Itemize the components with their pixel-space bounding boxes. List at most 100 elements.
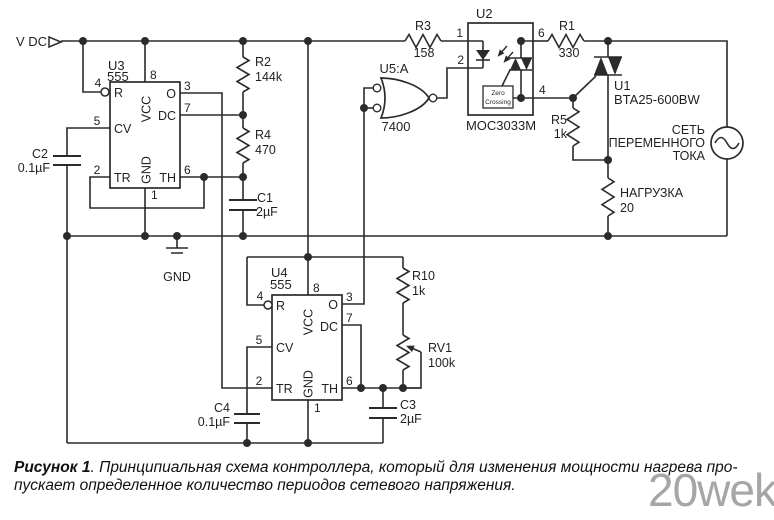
figure-caption-line1: . Принципиальная схема контроллера, кото… xyxy=(90,459,738,476)
u4-pin-reset: R xyxy=(276,299,285,313)
load-name: НАГРУЗКА xyxy=(620,186,684,200)
ground-icon xyxy=(166,236,188,254)
capacitor-c2-body xyxy=(53,155,81,166)
wire xyxy=(246,257,264,306)
r3-ref: R3 xyxy=(415,19,431,33)
resistor-r1-body xyxy=(547,32,585,50)
junction-dot xyxy=(399,384,407,392)
junction-dot xyxy=(304,439,312,447)
u3-box xyxy=(109,81,181,189)
u4-ref: U4 xyxy=(271,265,288,280)
figure-caption: Рисунок 1. Принципиальная схема контролл… xyxy=(14,459,772,495)
optocoupler-u2: Zero Crossing U2 MOC3033M 1 2 6 4 xyxy=(456,6,546,133)
ground-symbol: GND xyxy=(163,236,191,284)
r1-value: 330 xyxy=(559,46,580,60)
u4-pin-number-1: 1 xyxy=(314,401,321,415)
junction-dot xyxy=(200,173,208,181)
c3-ref: C3 xyxy=(400,398,416,412)
u3-pin-trigger: TR xyxy=(114,171,131,185)
junction-dot xyxy=(604,37,612,45)
r4-ref: R4 xyxy=(255,128,271,142)
wire xyxy=(246,346,272,414)
u2-part: MOC3033M xyxy=(466,118,536,133)
c2-value: 0.1µF xyxy=(18,161,51,175)
wire xyxy=(66,127,110,156)
resistor-bodies xyxy=(235,32,616,371)
c1-ref: C1 xyxy=(257,191,273,205)
u2-pin-number-6: 6 xyxy=(538,26,545,40)
u4-pin-number-6: 6 xyxy=(346,374,353,388)
junction-dot xyxy=(63,232,71,240)
u4-pin-number-8: 8 xyxy=(313,281,320,295)
timer-u3: U3 555 R O DC CV TR TH VCC GND 4 8 3 7 5… xyxy=(94,58,191,202)
watermark: 20wek xyxy=(648,464,774,516)
ac-source: СЕТЬ ПЕРЕМЕННОГО ТОКА xyxy=(609,123,744,163)
ac-label-3: ТОКА xyxy=(673,149,706,163)
u2-box xyxy=(467,22,534,116)
nand-output-bubble xyxy=(428,93,438,103)
triac-bars xyxy=(594,56,622,76)
junction-dot xyxy=(604,232,612,240)
u4-pin-number-2: 2 xyxy=(256,374,263,388)
junction-dot xyxy=(79,37,87,45)
junction-dot xyxy=(239,37,247,45)
junction-dot xyxy=(239,111,247,119)
r2-value: 144k xyxy=(255,70,283,84)
nand-gate-u5a: U5:A 7400 xyxy=(372,61,438,134)
junction-dot xyxy=(304,37,312,45)
wire xyxy=(501,69,511,87)
u3-pin-discharge: DC xyxy=(158,109,176,123)
triac-triangle xyxy=(594,57,608,75)
ac-label-1: СЕТЬ xyxy=(672,123,705,137)
junction-dot xyxy=(243,439,251,447)
r10-ref: R10 xyxy=(412,269,435,283)
wire xyxy=(584,40,728,127)
zero-crossing-box xyxy=(482,85,514,109)
resistor-r10-body xyxy=(395,267,411,304)
zero-crossing-label-2: Crossing xyxy=(485,99,511,106)
junction-dot xyxy=(604,156,612,164)
potentiometer-rv1-body xyxy=(395,334,411,371)
wire xyxy=(342,87,373,305)
nand-input-bubble xyxy=(372,103,382,113)
r1-ref: R1 xyxy=(559,19,575,33)
c3-value: 2µF xyxy=(400,412,422,426)
u3-ref: U3 xyxy=(108,58,125,73)
capacitor-bodies xyxy=(53,155,397,424)
light-arrow-head xyxy=(503,55,511,63)
u4-part: 555 xyxy=(270,277,292,292)
u3-pin-number-4: 4 xyxy=(95,76,102,90)
u3-pin-control: CV xyxy=(114,122,132,136)
opto-triac-icon xyxy=(521,58,532,70)
c4-value: 0.1µF xyxy=(198,415,231,429)
capacitor-c1-body xyxy=(229,199,257,211)
junction-dot xyxy=(141,232,149,240)
light-arrow-head xyxy=(497,49,505,57)
junction-dot xyxy=(239,173,247,181)
c2-ref: C2 xyxy=(32,147,48,161)
junction-dot xyxy=(239,232,247,240)
wire xyxy=(572,75,597,99)
r5-ref: R5 xyxy=(551,113,567,127)
component-labels: R2 144k R4 470 R3 158 R1 330 R5 1k R10 1… xyxy=(18,19,684,429)
u4-pin-discharge: DC xyxy=(320,320,338,334)
junction-dot xyxy=(517,37,525,45)
u2-pin-number-1: 1 xyxy=(456,26,463,40)
wire xyxy=(403,352,422,389)
opto-triac-icon xyxy=(510,58,521,70)
wire xyxy=(82,41,101,93)
capacitor-c4-body xyxy=(234,413,260,424)
u4-reset-bubble xyxy=(263,300,273,310)
u4-box xyxy=(271,294,343,401)
r3-value: 158 xyxy=(414,46,435,60)
u4-pin-vcc: VCC xyxy=(302,309,316,335)
rv1-ref: RV1 xyxy=(428,341,452,355)
u3-pin-number-7: 7 xyxy=(184,101,191,115)
r10-value: 1k xyxy=(412,284,426,298)
u3-pin-number-8: 8 xyxy=(150,68,157,82)
u1-ref: U1 xyxy=(614,78,631,93)
u4-pin-control: CV xyxy=(276,341,294,355)
nand-input-bubble xyxy=(372,83,382,93)
u2-pin-number-4: 4 xyxy=(539,83,546,97)
u3-pin-gnd: GND xyxy=(140,156,154,184)
